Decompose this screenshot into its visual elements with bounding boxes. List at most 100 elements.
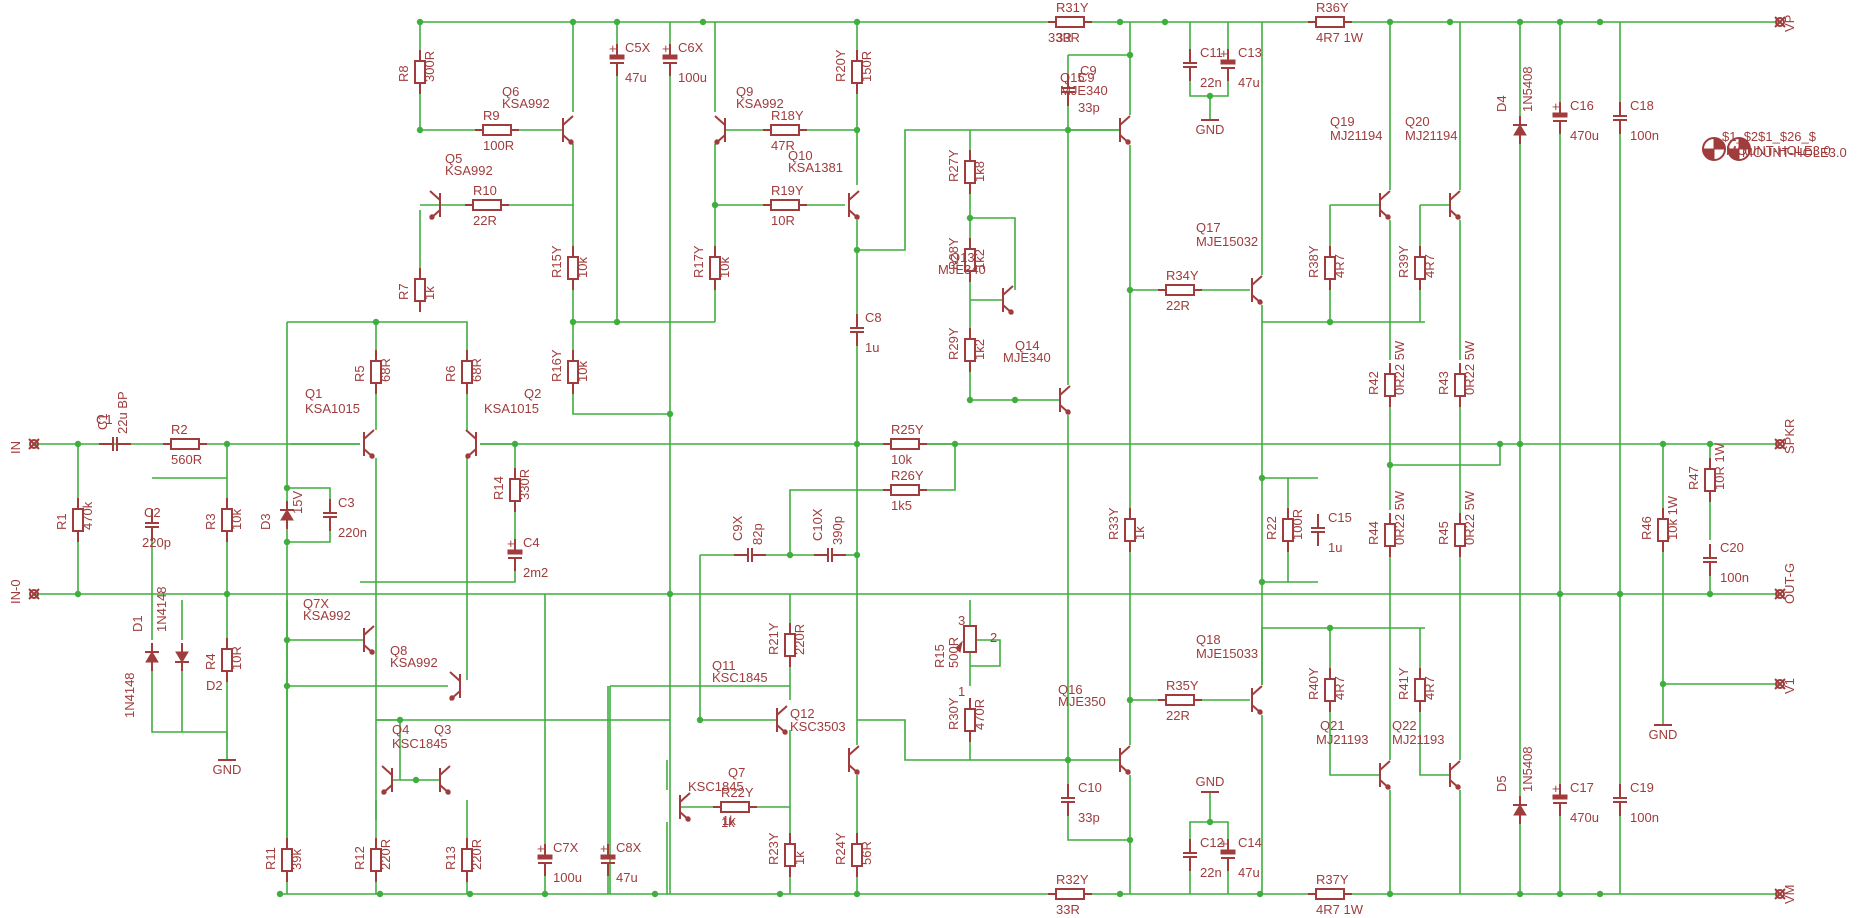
transistor-ref: Q9 bbox=[736, 84, 753, 99]
transistor-lead bbox=[1449, 760, 1461, 771]
transistor-value: KSC1845 bbox=[688, 779, 744, 794]
capacitor-ref: C8X bbox=[616, 840, 642, 855]
resistor-r19y bbox=[770, 199, 800, 211]
junction-dot bbox=[776, 890, 784, 898]
capacitor-c16 bbox=[1552, 112, 1568, 118]
polarity-mark: + bbox=[600, 841, 608, 856]
transistor-ref: Q7X bbox=[303, 596, 329, 611]
mount-hole-label: MOUNT-HOLE3.0 bbox=[1726, 143, 1831, 158]
capacitor-value: 22u BP bbox=[115, 391, 130, 434]
resistor-r10 bbox=[472, 199, 502, 211]
resistor-ref: R4 bbox=[203, 653, 218, 670]
resistor-ref: R42 bbox=[1366, 371, 1381, 395]
transistor-lead bbox=[439, 765, 451, 776]
port-label-outg: OUT-G bbox=[1782, 563, 1797, 604]
resistor-value: 22R bbox=[1166, 298, 1190, 313]
transistor-lead bbox=[381, 765, 393, 776]
transistor-ref: Q15 bbox=[1060, 70, 1085, 85]
junction-dot bbox=[74, 590, 82, 598]
resistor-ref: R18Y bbox=[771, 108, 804, 123]
resistor-value: 4R7 1W bbox=[1316, 902, 1364, 917]
resistor-r47 bbox=[1704, 468, 1716, 492]
polarity-mark: + bbox=[609, 41, 617, 56]
resistor-ref: R20Y bbox=[833, 49, 848, 82]
capacitor-value: 100u bbox=[553, 870, 582, 885]
junction-dot bbox=[416, 126, 424, 134]
transistor-ref: Q22 bbox=[1392, 718, 1417, 733]
emitter-arrow bbox=[1385, 214, 1391, 220]
resistor-value: 330R bbox=[517, 469, 532, 500]
transistor-lead bbox=[1251, 275, 1263, 286]
transistor-lead bbox=[1002, 285, 1014, 296]
emitter-arrow bbox=[782, 729, 788, 735]
diode-value: 1N4148 bbox=[122, 672, 137, 718]
resistor-ref: R36Y bbox=[1316, 0, 1349, 15]
polarity-mark: + bbox=[537, 841, 545, 856]
resistor-ref: R17Y bbox=[691, 245, 706, 278]
emitter-arrow bbox=[1125, 769, 1131, 775]
emitter-arrow bbox=[429, 214, 435, 220]
resistor-ref: R44 bbox=[1366, 521, 1381, 545]
resistor-r43 bbox=[1454, 373, 1466, 397]
transistor-lead bbox=[1449, 190, 1461, 201]
polarity-mark: + bbox=[1220, 836, 1228, 851]
resistor-r45 bbox=[1454, 523, 1466, 547]
wire bbox=[572, 394, 670, 415]
pot-arrow bbox=[955, 640, 963, 654]
resistor-r4 bbox=[221, 648, 233, 672]
transistor-value: MJ21194 bbox=[1330, 128, 1383, 143]
junction-dot bbox=[613, 318, 621, 326]
capacitor-ref: C16 bbox=[1570, 98, 1594, 113]
resistor-r11 bbox=[281, 848, 293, 872]
resistor-ref: R12 bbox=[352, 846, 367, 870]
capacitor-c17 bbox=[1552, 794, 1568, 800]
resistor-value: 1k bbox=[792, 851, 807, 865]
resistor-ref: R30Y bbox=[946, 697, 961, 730]
junction-dot bbox=[223, 440, 231, 448]
junction-dot bbox=[1064, 756, 1072, 764]
resistor-ref: R15Y bbox=[549, 245, 564, 278]
resistor-value: 1k bbox=[422, 286, 437, 300]
transistor-ref: Q8 bbox=[390, 643, 407, 658]
resistor-r26y bbox=[890, 484, 920, 496]
junction-dot bbox=[1706, 440, 1714, 448]
emitter-arrow bbox=[1125, 139, 1131, 145]
resistor-value: 100R bbox=[483, 138, 514, 153]
resistor-value-extra: 1k bbox=[722, 813, 736, 828]
transistor-value: KSA992 bbox=[303, 608, 351, 623]
resistor-ref: R34Y bbox=[1166, 268, 1199, 283]
port-label-in0: IN-0 bbox=[8, 579, 23, 604]
capacitor-value: 470u bbox=[1570, 810, 1599, 825]
diode-value: 1N5408 bbox=[1520, 746, 1535, 792]
transistor-lead bbox=[449, 671, 461, 682]
transistor-value: MJE15033 bbox=[1196, 646, 1258, 661]
transistor-value: MJE340 bbox=[1060, 83, 1108, 98]
resistor-r30y bbox=[964, 708, 976, 732]
transistor-ref: Q12 bbox=[790, 706, 815, 721]
emitter-arrow bbox=[685, 816, 691, 822]
resistor-r15y bbox=[567, 256, 579, 280]
resistor-value: 300R bbox=[422, 51, 437, 82]
port-vp bbox=[1775, 17, 1785, 27]
resistor-r12 bbox=[370, 848, 382, 872]
capacitor-value: 47u bbox=[1238, 865, 1260, 880]
transistor-lead bbox=[1119, 115, 1131, 126]
wire bbox=[360, 571, 516, 583]
diode-ref: D2 bbox=[206, 678, 223, 693]
junction-dot bbox=[853, 551, 861, 559]
port-in0 bbox=[29, 589, 39, 599]
resistor-value: 220R bbox=[469, 839, 484, 870]
junction-dot bbox=[376, 890, 384, 898]
resistor-ref: R21Y bbox=[766, 622, 781, 655]
resistor-ref: R31Y bbox=[1056, 0, 1089, 15]
wires bbox=[34, 18, 1780, 898]
junction-dot bbox=[412, 776, 420, 784]
junction-dot bbox=[74, 440, 82, 448]
junction-dot bbox=[1326, 318, 1334, 326]
emitter-arrow bbox=[381, 789, 387, 795]
resistor-r27y bbox=[964, 160, 976, 184]
resistor-value: 560R bbox=[171, 452, 202, 467]
resistor-ref: R39Y bbox=[1396, 245, 1411, 278]
emitter-arrow bbox=[1257, 299, 1263, 305]
diode-ref: D5 bbox=[1494, 775, 1509, 792]
